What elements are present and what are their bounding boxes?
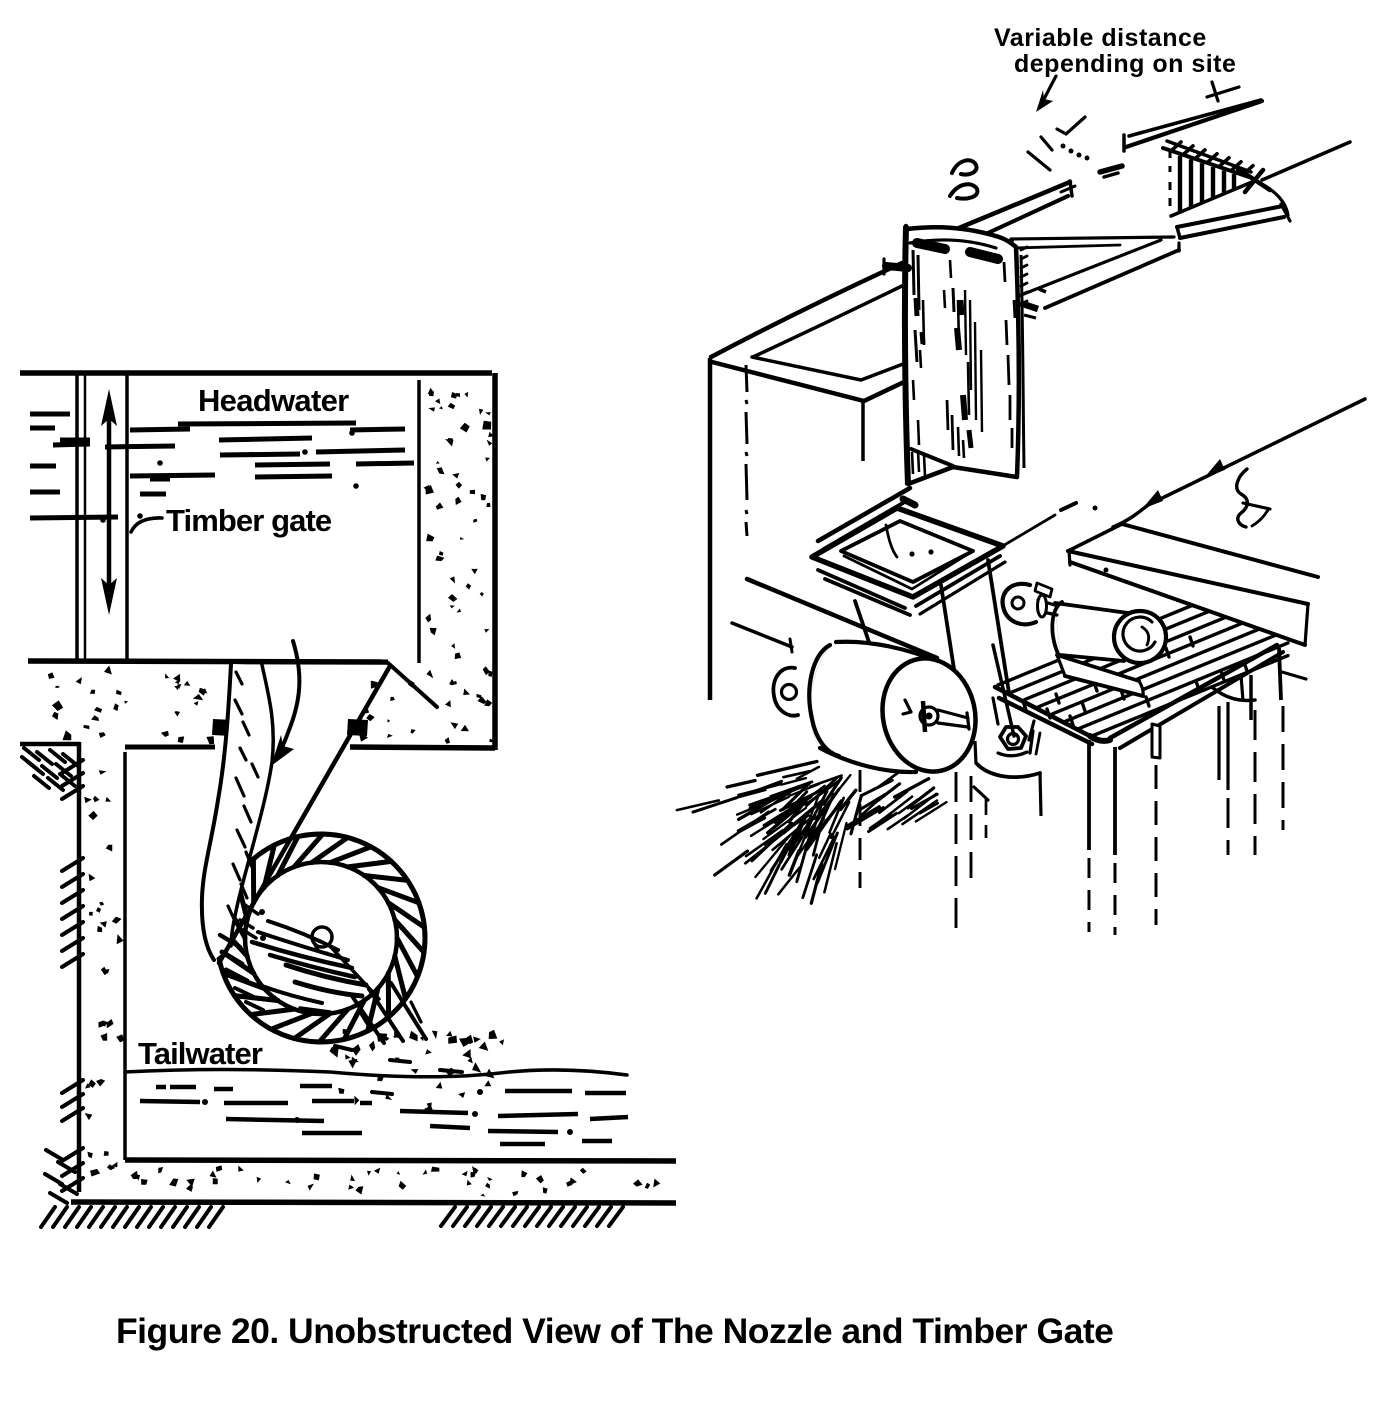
svg-text:Figure 20. Unobstructed View: Figure 20. Unobstructed View of The Nozz… [116,1311,1113,1351]
svg-text:depending on site: depending on site [1014,50,1236,78]
svg-text:Timber gate: Timber gate [166,503,332,538]
svg-text:Variable distance: Variable distance [994,24,1207,52]
svg-text:Tailwater: Tailwater [138,1036,263,1071]
svg-text:Headwater: Headwater [198,383,349,418]
